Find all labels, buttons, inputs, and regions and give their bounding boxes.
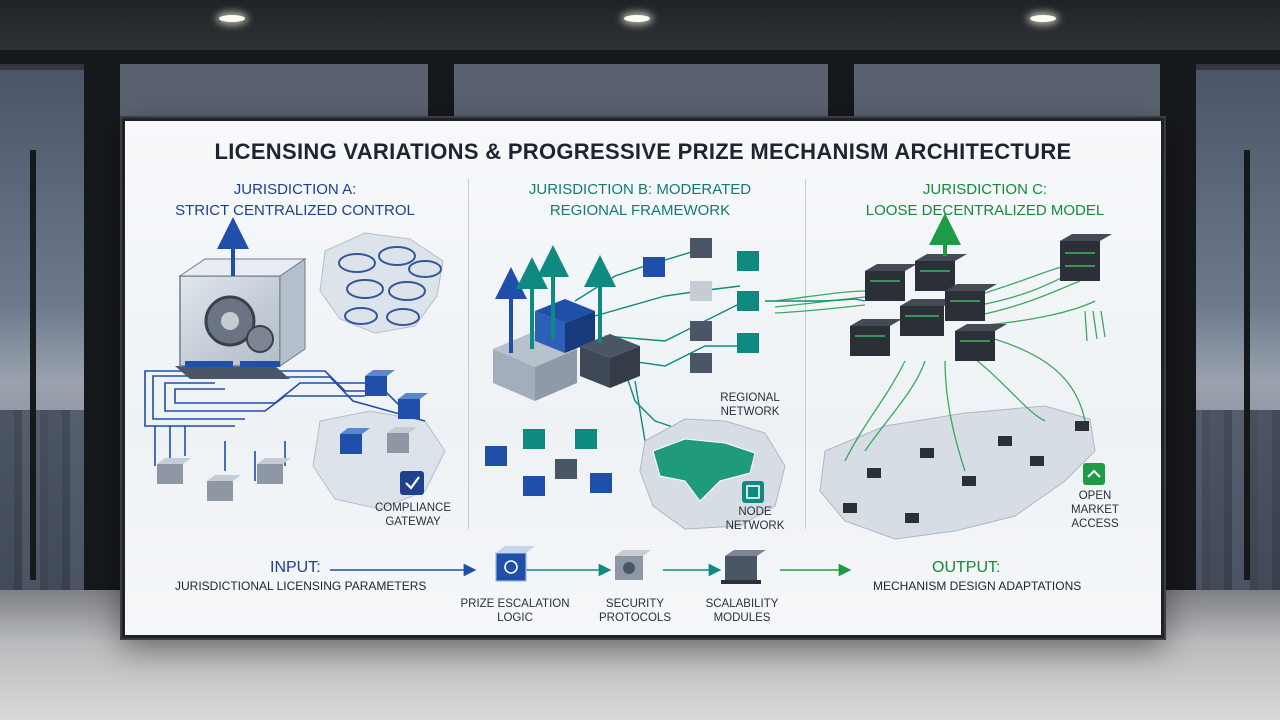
label-line: PRIZE ESCALATION [460,598,570,610]
open-market-map [819,405,1096,540]
ceiling-light [219,15,245,22]
jurisdiction-b-line1: JURISDICTION B: MODERATED [528,181,752,198]
scalability-modules-icon [721,550,766,584]
output-description: MECHANISM DESIGN ADAPTATIONS [873,579,1082,593]
isometric-server-stack [493,299,640,401]
security-protocols-icon [615,550,651,580]
server-cube [398,393,428,419]
window-back [118,62,1162,118]
window-frame [84,50,120,660]
region-map-a-south [312,410,446,510]
jurisdiction-b-diagram [485,238,866,530]
server-cube [257,458,291,484]
decentralized-links [774,265,1106,472]
ceiling-light [624,15,650,22]
label-line: GATEWAY [385,516,441,528]
architecture-diagram [144,213,1112,584]
label-line: PROTOCOLS [599,612,671,624]
compliance-gateway-icon [400,471,424,495]
output-heading: OUTPUT: [932,559,1001,576]
label-line: SCALABILITY [705,598,779,610]
label-line: NODE [738,506,772,518]
open-market-access-icon [1083,463,1105,485]
compliance-gateway-label: COMPLIANCE GATEWAY [370,501,456,529]
decentralized-server-cluster [850,234,1112,361]
jurisdiction-c-diagram [774,213,1112,540]
ceiling-light [1030,15,1056,22]
market-nodes [843,421,1089,523]
input-description: JURISDICTIONAL LICENSING PARAMETERS [175,579,427,593]
jurisdiction-c-line2: LOOSE DECENTRALIZED MODEL [865,202,1105,219]
window-frame [428,60,454,120]
open-market-access-label: OPEN MARKET ACCESS [1060,489,1130,531]
server-cube [157,458,191,484]
prize-escalation-label: PRIZE ESCALATION LOGIC [460,597,570,625]
label-line: NETWORK [720,406,780,418]
jurisdiction-c-title: JURISDICTION C: LOOSE DECENTRALIZED MODE… [825,179,1145,221]
regional-network-label: REGIONAL NETWORK [705,391,795,419]
label-line: SECURITY [605,598,665,610]
license-stamp-icons [338,246,442,326]
jurisdiction-a-title: JURISDICTION A: STRICT CENTRALIZED CONTR… [135,179,455,221]
jurisdiction-a-diagram [144,217,446,510]
column-divider [805,179,806,529]
server-cube [365,370,395,396]
process-flow [330,546,852,584]
scalability-modules-label: SCALABILITY MODULES [697,597,787,625]
circuit-traces [144,370,426,481]
label-line: LOGIC [497,612,533,624]
centralized-engine [175,258,307,379]
window-frame [1160,50,1196,660]
server-cubes-a [157,370,428,501]
label-line: OPEN [1078,490,1112,502]
jurisdiction-b-line2: REGIONAL FRAMEWORK [549,202,731,219]
label-line: COMPLIANCE [374,502,452,514]
node-network-label: NODE NETWORK [715,505,795,533]
highlighted-region-b [652,438,756,502]
jurisdiction-c-line1: JURISDICTION C: [922,181,1048,198]
presentation-screen: LICENSING VARIATIONS & PROGRESSIVE PRIZE… [122,118,1164,638]
server-cube [207,475,241,501]
window-frame [30,150,36,580]
regional-server-nodes [485,238,759,496]
security-protocols-label: SECURITY PROTOCOLS [590,597,680,625]
jurisdiction-a-line1: JURISDICTION A: [233,181,357,198]
region-map-a [319,232,444,334]
jurisdiction-b-title: JURISDICTION B: MODERATED REGIONAL FRAME… [480,179,800,221]
window-frame [0,50,1280,64]
window-frame [1244,150,1250,580]
prize-escalation-icon [495,546,535,582]
label-line: REGIONAL [720,392,780,404]
jurisdiction-a-line2: STRICT CENTRALIZED CONTROL [175,202,415,219]
label-line: MARKET [1071,504,1119,516]
server-cube [340,428,370,454]
diagram-title: LICENSING VARIATIONS & PROGRESSIVE PRIZE… [214,139,1072,164]
server-cube [387,427,417,453]
label-line: MODULES [713,612,771,624]
input-heading: INPUT: [270,559,321,576]
node-network-icon [742,481,764,503]
label-line: ACCESS [1071,518,1119,530]
column-divider [468,179,469,529]
label-line: NETWORK [725,520,785,532]
window-frame [828,60,854,120]
